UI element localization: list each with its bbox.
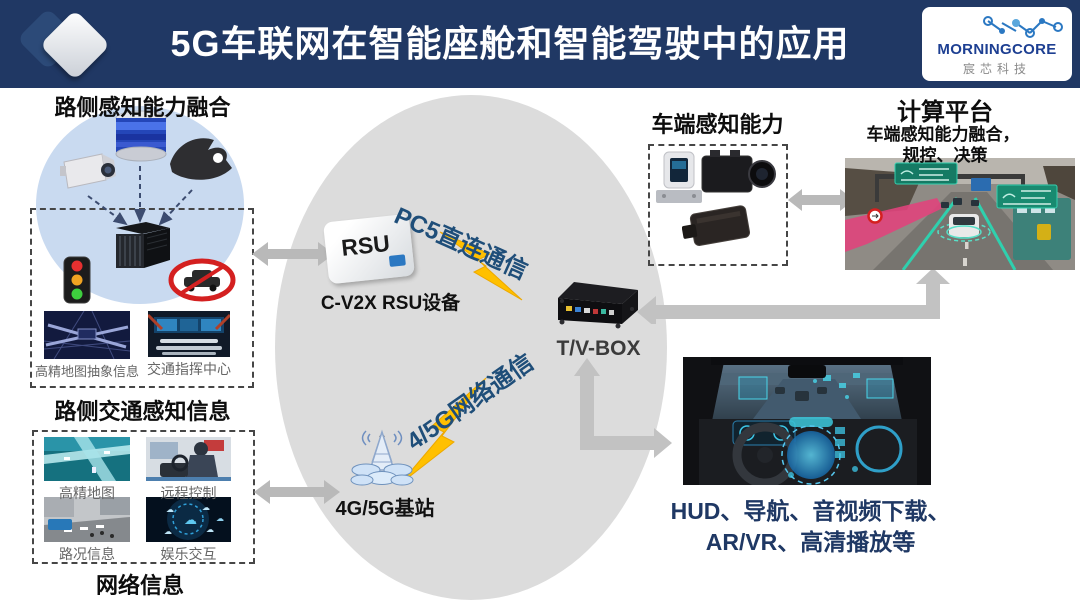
app-text-line1: HUD、导航、音视频下载、 xyxy=(670,498,951,524)
hd-map-abstract-caption: 高精地图抽象信息 xyxy=(34,364,139,379)
arrow-box2-basestation xyxy=(254,480,340,504)
arrow-tvbox-cockpit xyxy=(574,358,672,458)
lightning-bolt-icon xyxy=(439,231,523,301)
logo-card: MORNINGCORE 宸芯科技 xyxy=(922,7,1072,81)
road-condition-image xyxy=(44,497,130,542)
rsu-chip-logo xyxy=(388,254,406,267)
network-ellipse xyxy=(275,95,667,600)
road-condition-caption: 路况信息 xyxy=(59,546,115,562)
vehicle-module-icon xyxy=(682,205,751,246)
page-title: 5G车联网在智能座舱和智能驾驶中的应用 xyxy=(170,23,850,64)
hd-map-caption: 高精地图 xyxy=(59,485,115,501)
cockpit-image xyxy=(683,357,931,485)
tvbox-label: T/V-BOX xyxy=(556,337,641,360)
vehicle-camera-icon xyxy=(701,150,776,193)
roadside-fusion-title: 路侧感知能力融合 xyxy=(54,95,231,120)
no-car-sign-icon xyxy=(168,258,236,302)
vehicle-sensing-box xyxy=(648,144,788,266)
remote-control-image xyxy=(146,437,231,481)
traffic-command-center-image xyxy=(148,311,230,357)
base-station-icon xyxy=(350,429,414,486)
arrow-vehiclebox-platform xyxy=(788,189,854,211)
computing-platform-image xyxy=(845,158,1075,270)
svg-text:☁: ☁ xyxy=(206,525,214,534)
radar-icon xyxy=(170,138,232,180)
molecule-icon xyxy=(983,16,1063,38)
logo-subtitle: 宸芯科技 xyxy=(962,62,1031,76)
hd-map-abstract-image xyxy=(44,311,130,359)
logo-text: MORNINGCORE xyxy=(937,41,1057,58)
header-bar: 5G车联网在智能座舱和智能驾驶中的应用 xyxy=(0,0,1080,88)
app-text-line2: AR/VR、高清播放等 xyxy=(705,529,916,555)
rsu-label: C-V2X RSU设备 xyxy=(320,293,461,314)
camera-icon xyxy=(60,153,116,189)
network-info-title: 网络信息 xyxy=(95,573,184,598)
svg-text:☁: ☁ xyxy=(184,512,197,527)
vehicle-sensing-title: 车端感知能力 xyxy=(651,112,784,137)
svg-text:☁: ☁ xyxy=(164,527,172,536)
traffic-light-icon xyxy=(63,256,91,304)
lightning-bolt-icon xyxy=(399,377,487,485)
base-station-label: 4G/5G基站 xyxy=(335,498,435,520)
traffic-command-center-caption: 交通指挥中心 xyxy=(147,361,231,377)
computing-desc-2: 规控、决策 xyxy=(902,146,988,165)
rsu-device-text: RSU xyxy=(340,229,392,261)
remote-control-caption: 远程控制 xyxy=(160,485,217,501)
vehicle-lidar-icon xyxy=(656,151,702,203)
entertainment-caption: 娱乐交互 xyxy=(160,546,217,562)
computing-desc-1: 车端感知能力融合， xyxy=(866,125,1020,144)
svg-text:☁: ☁ xyxy=(216,514,224,523)
fusion-arrows xyxy=(87,166,193,226)
network-info-box xyxy=(32,430,255,564)
svg-text:☁: ☁ xyxy=(166,505,174,514)
tvbox-device xyxy=(558,282,638,329)
arrow-box1-rsu xyxy=(252,242,334,266)
edge-server-icon xyxy=(116,222,170,268)
hd-map-image xyxy=(44,437,130,481)
entertainment-image: ☁ ☁ ☁ ☁ ☁ ☁ xyxy=(146,497,231,542)
roadside-traffic-title: 路侧交通感知信息 xyxy=(54,399,231,424)
svg-text:☁: ☁ xyxy=(202,503,210,512)
computing-platform-title: 计算平台 xyxy=(897,99,993,126)
arrow-platform-tvbox xyxy=(637,268,950,324)
lidar-icon xyxy=(115,110,167,162)
